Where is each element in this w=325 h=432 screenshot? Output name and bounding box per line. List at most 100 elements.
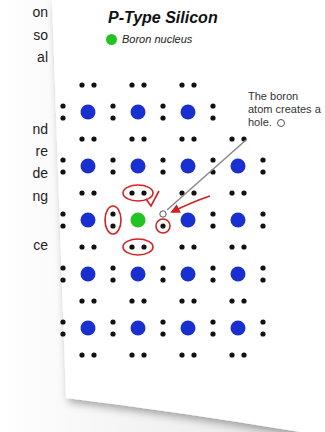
electron bbox=[210, 211, 215, 216]
electron bbox=[160, 319, 165, 324]
silicon-nucleus bbox=[81, 159, 96, 174]
electron bbox=[260, 211, 265, 216]
electron bbox=[191, 82, 196, 87]
electron bbox=[160, 169, 165, 174]
callout-text: The boron atom creates a hole. bbox=[248, 90, 322, 129]
cut-off-text: ng bbox=[4, 188, 48, 204]
electron bbox=[260, 331, 265, 336]
electron bbox=[260, 277, 265, 282]
electron bbox=[129, 298, 134, 303]
electron bbox=[79, 298, 84, 303]
electron bbox=[60, 211, 65, 216]
electron bbox=[110, 319, 115, 324]
red-circle bbox=[105, 206, 121, 234]
electron bbox=[229, 244, 234, 249]
electron bbox=[110, 223, 115, 228]
electron bbox=[91, 82, 96, 87]
electron bbox=[79, 352, 84, 357]
electron bbox=[191, 136, 196, 141]
electron bbox=[179, 352, 184, 357]
electron bbox=[260, 265, 265, 270]
silicon-nucleus bbox=[81, 105, 96, 120]
legend-entry: Boron nucleus bbox=[106, 33, 192, 45]
red-annotations bbox=[105, 185, 210, 255]
silicon-nucleus bbox=[81, 213, 96, 228]
electron bbox=[210, 265, 215, 270]
cut-off-text: re bbox=[4, 143, 48, 159]
silicon-nucleus bbox=[231, 213, 246, 228]
electron bbox=[160, 331, 165, 336]
electron bbox=[210, 103, 215, 108]
electron bbox=[60, 103, 65, 108]
electron bbox=[191, 352, 196, 357]
electron bbox=[60, 223, 65, 228]
electron bbox=[179, 82, 184, 87]
electron bbox=[260, 319, 265, 324]
electron bbox=[60, 319, 65, 324]
silicon-nucleus bbox=[81, 321, 96, 336]
electron bbox=[110, 265, 115, 270]
electron bbox=[60, 169, 65, 174]
silicon-nucleus bbox=[131, 105, 146, 120]
leader-line bbox=[167, 140, 246, 210]
hole bbox=[160, 211, 166, 217]
silicon-lattice bbox=[60, 82, 265, 357]
cut-off-text: so bbox=[4, 27, 48, 43]
silicon-nucleus bbox=[181, 159, 196, 174]
electron bbox=[110, 157, 115, 162]
electron bbox=[60, 157, 65, 162]
electron bbox=[241, 352, 246, 357]
text-fragment: so bbox=[33, 27, 48, 43]
electron bbox=[160, 223, 165, 228]
electron bbox=[210, 331, 215, 336]
electron bbox=[260, 157, 265, 162]
silicon-nucleus bbox=[231, 321, 246, 336]
electron bbox=[210, 223, 215, 228]
red-arrow bbox=[172, 196, 210, 212]
legend-text: Boron nucleus bbox=[122, 33, 192, 45]
silicon-nucleus bbox=[131, 321, 146, 336]
electron bbox=[129, 244, 134, 249]
electron bbox=[191, 190, 196, 195]
electron bbox=[210, 157, 215, 162]
electron bbox=[129, 352, 134, 357]
electron bbox=[91, 298, 96, 303]
electron bbox=[229, 190, 234, 195]
electron bbox=[241, 298, 246, 303]
text-fragment: ng bbox=[32, 188, 48, 204]
text-fragment: on bbox=[32, 4, 48, 20]
cut-off-text: on bbox=[4, 4, 48, 20]
text-fragment: ce bbox=[33, 237, 48, 253]
electron bbox=[60, 277, 65, 282]
electron bbox=[160, 157, 165, 162]
text-fragment: de bbox=[32, 165, 48, 181]
check-mark bbox=[146, 191, 159, 206]
silicon-nucleus bbox=[181, 213, 196, 228]
electron bbox=[60, 265, 65, 270]
cut-off-text: de bbox=[4, 165, 48, 181]
silicon-nucleus bbox=[231, 267, 246, 282]
electron bbox=[229, 298, 234, 303]
electron bbox=[141, 136, 146, 141]
red-circle bbox=[123, 185, 153, 201]
electron bbox=[110, 103, 115, 108]
boron-nucleus bbox=[131, 213, 146, 228]
electron bbox=[241, 244, 246, 249]
electron bbox=[191, 244, 196, 249]
electron bbox=[141, 298, 146, 303]
silicon-nucleus bbox=[181, 267, 196, 282]
electron bbox=[129, 136, 134, 141]
electron bbox=[229, 352, 234, 357]
electron bbox=[141, 244, 146, 249]
hole-symbol bbox=[275, 118, 287, 128]
electron bbox=[110, 169, 115, 174]
electron bbox=[129, 82, 134, 87]
electron bbox=[229, 136, 234, 141]
electron bbox=[179, 244, 184, 249]
electron bbox=[60, 115, 65, 120]
electron bbox=[160, 277, 165, 282]
electron bbox=[110, 115, 115, 120]
silicon-nucleus bbox=[181, 321, 196, 336]
electron bbox=[191, 298, 196, 303]
